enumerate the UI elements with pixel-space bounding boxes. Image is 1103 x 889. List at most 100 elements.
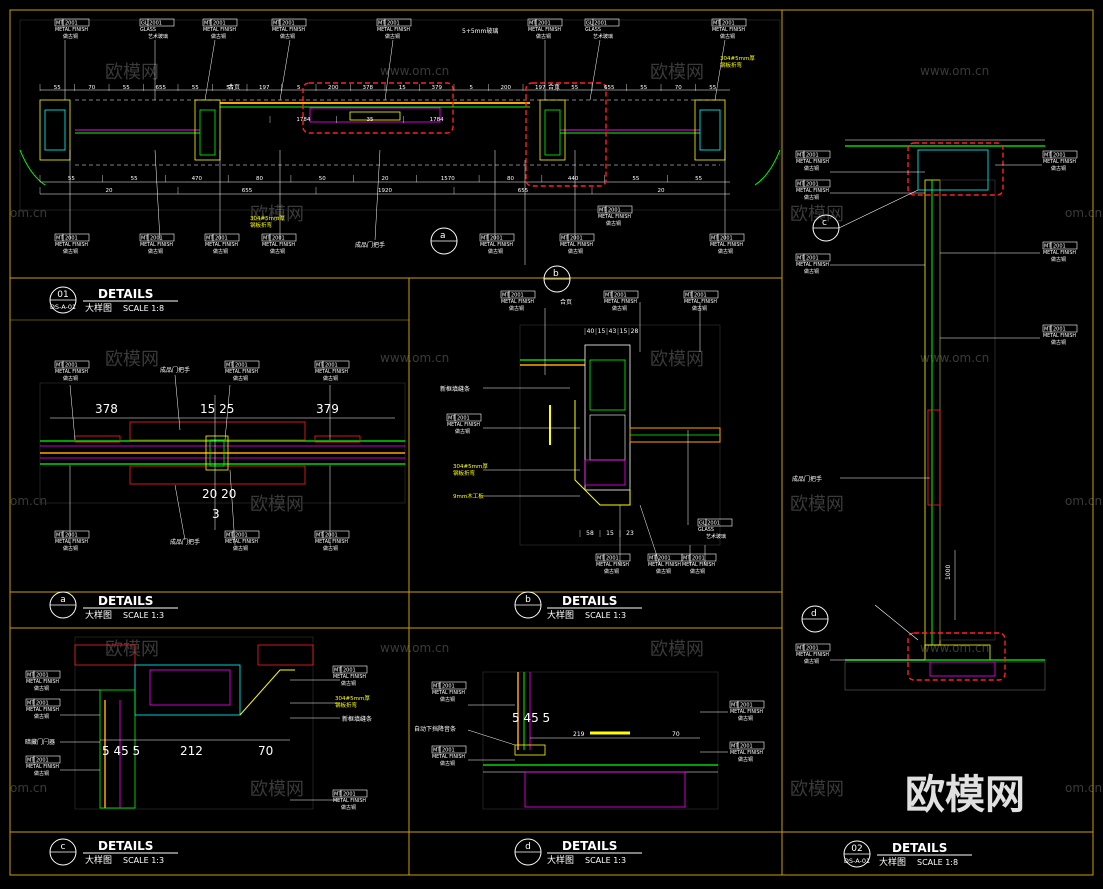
watermark-brand: 欧模网: [650, 62, 704, 83]
note-spec-b: 钢板折弯: [453, 469, 476, 477]
note-spec-top-c: 304#5mm厚: [720, 55, 755, 62]
dimension-label: 43: [609, 328, 617, 335]
tag-cn: 做古铜: [440, 760, 455, 767]
watermark-brand: 欧模网: [105, 349, 159, 370]
sheet-frame: [9, 9, 1094, 876]
dimension-label: 655: [518, 188, 529, 194]
tag-cn: 做古铜: [568, 248, 583, 255]
callout-a[interactable]: a: [430, 227, 458, 255]
dimension-label: 655: [604, 85, 615, 91]
dimension-label: 200: [328, 85, 339, 91]
tag-cn: 做古铜: [509, 305, 524, 312]
dimension-label: 70: [88, 85, 95, 91]
tag-code: MT 2001: [797, 256, 819, 262]
tag-cn: 做古铜: [455, 428, 470, 435]
tag-cn: 做古铜: [804, 165, 819, 172]
tag-name: METAL FINISH: [598, 214, 631, 220]
tag-code: MT 2001: [27, 758, 49, 764]
dim-a-mid: 15 25: [200, 402, 234, 416]
dimension-label: 55: [68, 176, 75, 182]
callout-d[interactable]: d: [801, 604, 919, 641]
tag-code: MT 2001: [1044, 327, 1066, 333]
tag-code: MT 2001: [1044, 244, 1066, 250]
detail-a-drawing: 378 15 25 379 20 20 3: [39, 374, 406, 546]
dimension-label: 1570: [441, 176, 455, 182]
tag-cn: 做古铜: [385, 33, 400, 40]
title-badge-number: 01: [57, 290, 68, 300]
dimension-label: 197: [535, 85, 546, 91]
tag-code: MT 2001: [263, 236, 285, 242]
tag-code: MT 2001: [529, 21, 551, 27]
title-badge-number: c: [61, 842, 66, 852]
top-plan-section: [19, 19, 781, 265]
title-badge-number: d: [525, 842, 531, 852]
notes-layer: 成品门把手 成品门把手 成品门把手 成品门把手 新框填缝条 新框填缝条 自动下挡…: [25, 27, 822, 746]
tag-cn: 做古铜: [63, 33, 78, 40]
title-text: DETAILS: [98, 839, 153, 853]
tag-code: MT 2001: [502, 293, 524, 299]
tag-name: METAL FINISH: [55, 242, 88, 248]
dimension-label: 55: [123, 85, 130, 91]
callout-b[interactable]: b: [543, 265, 571, 293]
dimension-label: 55: [131, 176, 138, 182]
watermark-brand: 欧模网: [790, 204, 844, 225]
dimension-label: 58: [586, 530, 594, 537]
tag-name: METAL FINISH: [432, 754, 465, 760]
tag-cn: 做古铜: [341, 804, 356, 811]
watermark-brand: 欧模网: [650, 639, 704, 660]
tag-cn: 做古铜: [440, 696, 455, 703]
dim-c-left: 5 45 5: [102, 744, 140, 758]
tag-code: MT 2001: [27, 701, 49, 707]
tag-cn: 艺术玻璃: [706, 533, 726, 540]
tag-code: MT 2001: [316, 363, 338, 369]
note-spec-top-a: 304#5mm厚: [250, 215, 285, 222]
tag-code: MT 2001: [683, 556, 705, 562]
dimension-label: 28: [631, 328, 639, 335]
note-nail: 9mm木工板: [453, 492, 484, 500]
watermark-site: www.om.cn: [380, 351, 449, 365]
note-spec-top-b: 钢板折弯: [250, 221, 273, 229]
dimension-label: 197: [259, 85, 270, 91]
tag-name: METAL FINISH: [333, 798, 366, 804]
dimension-label: 379: [432, 85, 443, 91]
tag-cn: 做古铜: [738, 715, 753, 722]
tag-cn: 做古铜: [233, 545, 248, 552]
tag-name: METAL FINISH: [55, 27, 88, 33]
title-scale: SCALE 1:8: [917, 858, 958, 867]
tag-name: METAL FINISH: [730, 709, 763, 715]
watermark-site: www.om.cn: [920, 641, 989, 655]
dimension-label: 15: [399, 85, 406, 91]
tag-cn: 做古铜: [270, 248, 285, 255]
callout-c[interactable]: c: [812, 189, 919, 242]
tag-name: METAL FINISH: [26, 764, 59, 770]
tag-cn: 做古铜: [1051, 339, 1066, 346]
tag-code: MT 2001: [731, 744, 753, 750]
tag-code: MT 2001: [797, 153, 819, 159]
note-spec-c-b: 钢板折弯: [335, 701, 358, 709]
tag-name: METAL FINISH: [447, 422, 480, 428]
tag-name: METAL FINISH: [710, 242, 743, 248]
tag-name: METAL FINISH: [315, 369, 348, 375]
brand-watermark-large: 欧模网: [905, 772, 1025, 818]
tag-cn: 做古铜: [323, 545, 338, 552]
note-auto-seal: 自动下挡降音条: [414, 725, 456, 733]
title-scale: SCALE 1:8: [123, 304, 164, 313]
